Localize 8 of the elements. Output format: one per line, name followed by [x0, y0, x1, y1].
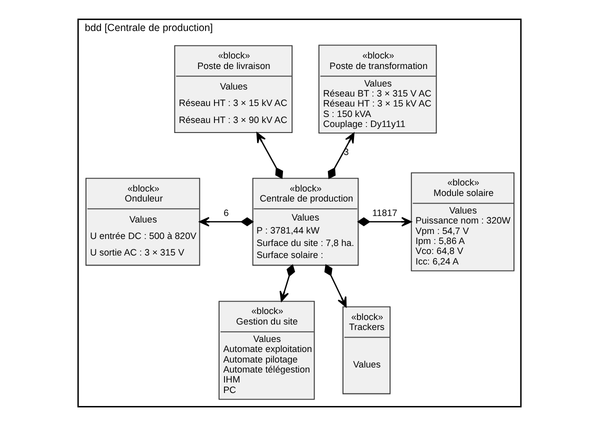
arrow: [357, 216, 412, 227]
arrow: [324, 264, 347, 308]
arrow: [328, 132, 354, 180]
arrow: [280, 264, 296, 302]
arrow: [256, 132, 284, 179]
edge-label: 6: [224, 208, 229, 218]
arrow: [199, 216, 254, 227]
edge-label: 11817: [372, 208, 398, 218]
